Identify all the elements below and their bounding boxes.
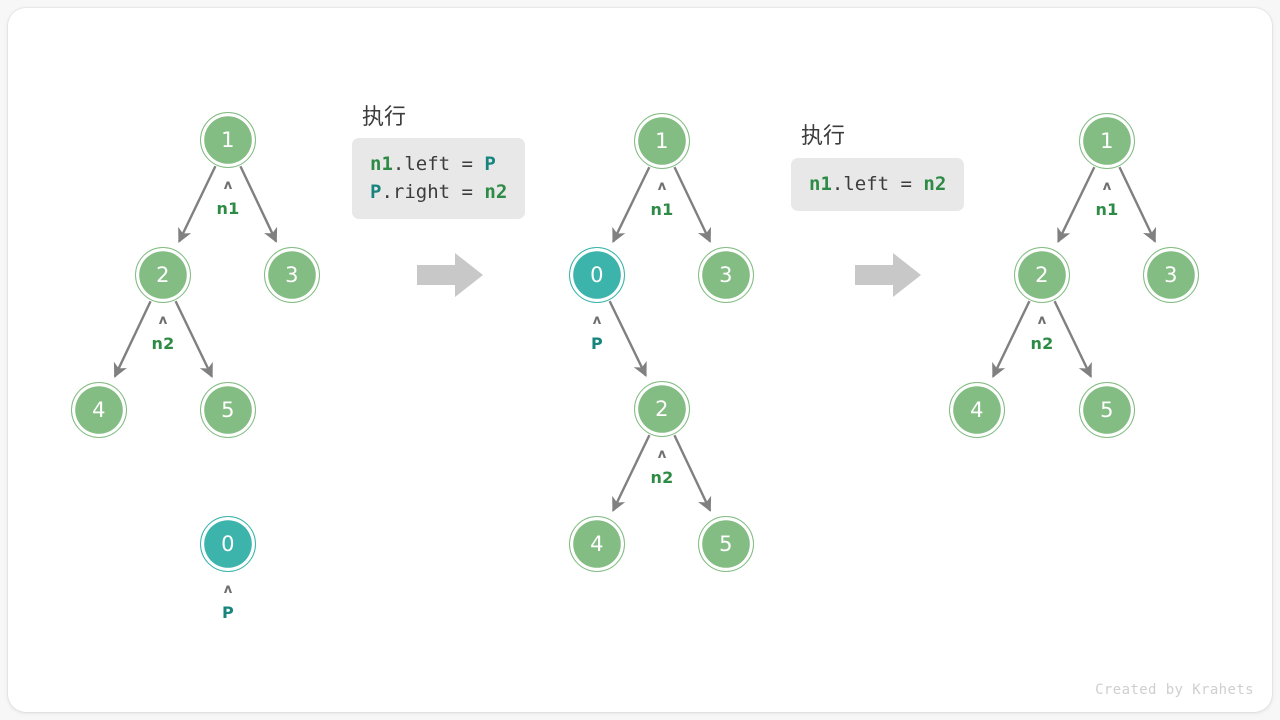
code-token: n1: [809, 173, 832, 195]
tree-node-value: 2: [156, 262, 170, 287]
tree-node-value: 5: [719, 531, 733, 556]
code-line: P.right = n2: [370, 178, 507, 206]
caret-up-icon: ʌ: [592, 313, 602, 328]
pointer-name: n2: [151, 334, 175, 353]
step-arrow-icon: [417, 252, 483, 298]
step-caption: 执行: [801, 124, 846, 149]
pointer-label-n1: ʌ n1: [632, 179, 692, 219]
pointer-label-n2: ʌ n2: [133, 313, 193, 353]
tree-node-value: 4: [92, 397, 106, 422]
tree-node-3: 3: [264, 247, 320, 303]
tree-node-value: 2: [1035, 262, 1049, 287]
pointer-name: P: [590, 334, 604, 353]
pointer-label-n1: ʌ n1: [198, 178, 258, 218]
pointer-label-n2: ʌ n2: [632, 447, 692, 487]
tree-node-3: 3: [698, 247, 754, 303]
pointer-name: n2: [650, 468, 674, 487]
pointer-name: n1: [216, 199, 240, 218]
tree-node-value: 3: [719, 262, 733, 287]
tree-node-5: 5: [698, 516, 754, 572]
pointer-name: P: [221, 603, 235, 622]
pointer-name: n1: [1095, 200, 1119, 219]
tree-node-1: 1: [634, 113, 690, 169]
tree-node-value: 1: [221, 127, 235, 152]
tree-node-value: 0: [590, 262, 604, 287]
pointer-label-n2: ʌ n2: [1012, 313, 1072, 353]
code-token: .left =: [392, 153, 485, 175]
tree-node-value: 0: [221, 531, 235, 556]
tree-node-5: 5: [200, 382, 256, 438]
code-line: n1.left = P: [370, 150, 507, 178]
tree-node-value: 4: [590, 531, 604, 556]
caret-up-icon: ʌ: [158, 313, 168, 328]
pointer-name: n1: [650, 200, 674, 219]
code-token: .left =: [831, 173, 924, 195]
caret-up-icon: ʌ: [223, 178, 233, 193]
code-token: P: [484, 153, 496, 175]
code-line: n1.left = n2: [809, 170, 946, 198]
step-caption: 执行: [362, 105, 407, 130]
pointer-name: n2: [1030, 334, 1054, 353]
tree-node-1: 1: [1079, 113, 1135, 169]
tree-node-value: 3: [1164, 262, 1178, 287]
tree-node-value: 4: [970, 397, 984, 422]
tree-node-value: 5: [221, 397, 235, 422]
caret-up-icon: ʌ: [1037, 313, 1047, 328]
tree-node-value: 3: [285, 262, 299, 287]
tree-node-4: 4: [71, 382, 127, 438]
tree-node-4: 4: [569, 516, 625, 572]
tree-node-4: 4: [949, 382, 1005, 438]
code-token: n2: [484, 181, 508, 203]
code-token: n2: [923, 173, 947, 195]
tree-node-0: 0: [569, 247, 625, 303]
tree-node-value: 5: [1100, 397, 1114, 422]
caret-up-icon: ʌ: [657, 179, 667, 194]
code-block: n1.left = n2: [791, 158, 965, 211]
tree-node-5: 5: [1079, 382, 1135, 438]
code-token: .right =: [381, 181, 485, 203]
tree-node-2: 2: [135, 247, 191, 303]
watermark: Created by Krahets: [1095, 682, 1254, 698]
caret-up-icon: ʌ: [1102, 179, 1112, 194]
tree-node-2: 2: [634, 381, 690, 437]
caret-up-icon: ʌ: [657, 447, 667, 462]
code-token: n1: [370, 153, 393, 175]
tree-node-0: 0: [200, 516, 256, 572]
tree-node-value: 2: [655, 396, 669, 421]
pointer-label-n1: ʌ n1: [1077, 179, 1137, 219]
tree-node-value: 1: [1100, 128, 1114, 153]
tree-node-3: 3: [1143, 247, 1199, 303]
caret-up-icon: ʌ: [223, 582, 233, 597]
tree-node-1: 1: [200, 112, 256, 168]
tree-node-2: 2: [1014, 247, 1070, 303]
step-arrow-icon: [855, 252, 921, 298]
tree-node-value: 1: [655, 128, 669, 153]
code-token: P: [370, 181, 382, 203]
